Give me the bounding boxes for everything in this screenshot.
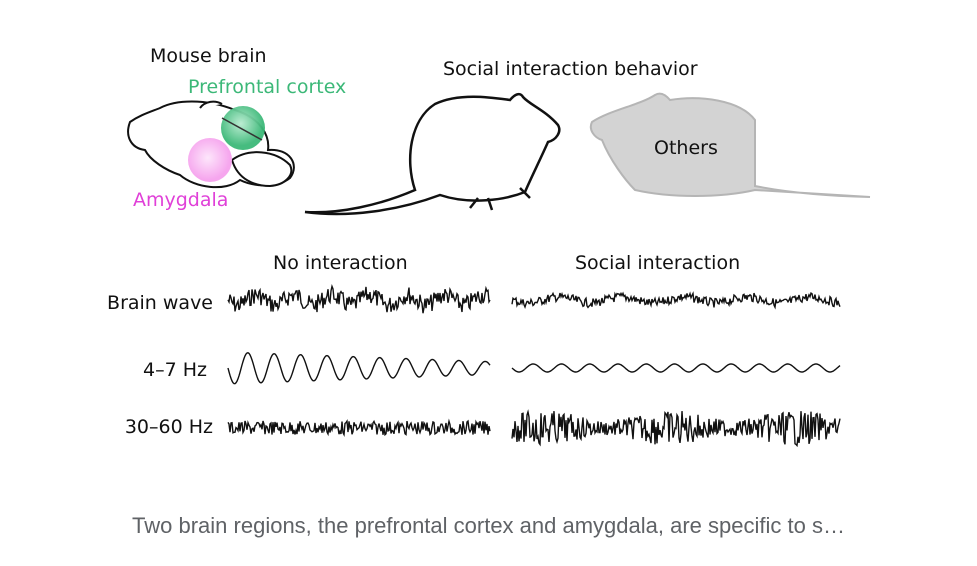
row-label-gamma: 30–60 Hz — [125, 416, 213, 438]
brain-title: Mouse brain — [150, 45, 267, 67]
amygdala-region — [188, 138, 232, 182]
theta-wave-social — [511, 363, 841, 373]
amygdala-label: Amygdala — [133, 189, 228, 211]
figure-caption: Two brain regions, the prefrontal cortex… — [132, 513, 845, 538]
behavior-title: Social interaction behavior — [443, 58, 698, 80]
gamma-wave-no-interaction — [227, 418, 491, 438]
condition-no-interaction: No interaction — [273, 252, 408, 274]
row-label-brain-wave: Brain wave — [107, 292, 213, 314]
other-mouse-illustration — [589, 92, 871, 198]
prefrontal-cortex-region — [221, 106, 265, 150]
row-label-theta: 4–7 Hz — [143, 359, 207, 381]
brain-wave-no-interaction — [227, 284, 491, 314]
brain-wave-social — [511, 291, 841, 310]
prefrontal-label: Prefrontal cortex — [188, 76, 346, 98]
mouse-illustration — [304, 92, 561, 216]
condition-social-interaction: Social interaction — [575, 252, 740, 274]
gamma-wave-social — [511, 409, 841, 448]
others-label: Others — [654, 137, 718, 159]
theta-wave-no-interaction — [227, 352, 491, 385]
